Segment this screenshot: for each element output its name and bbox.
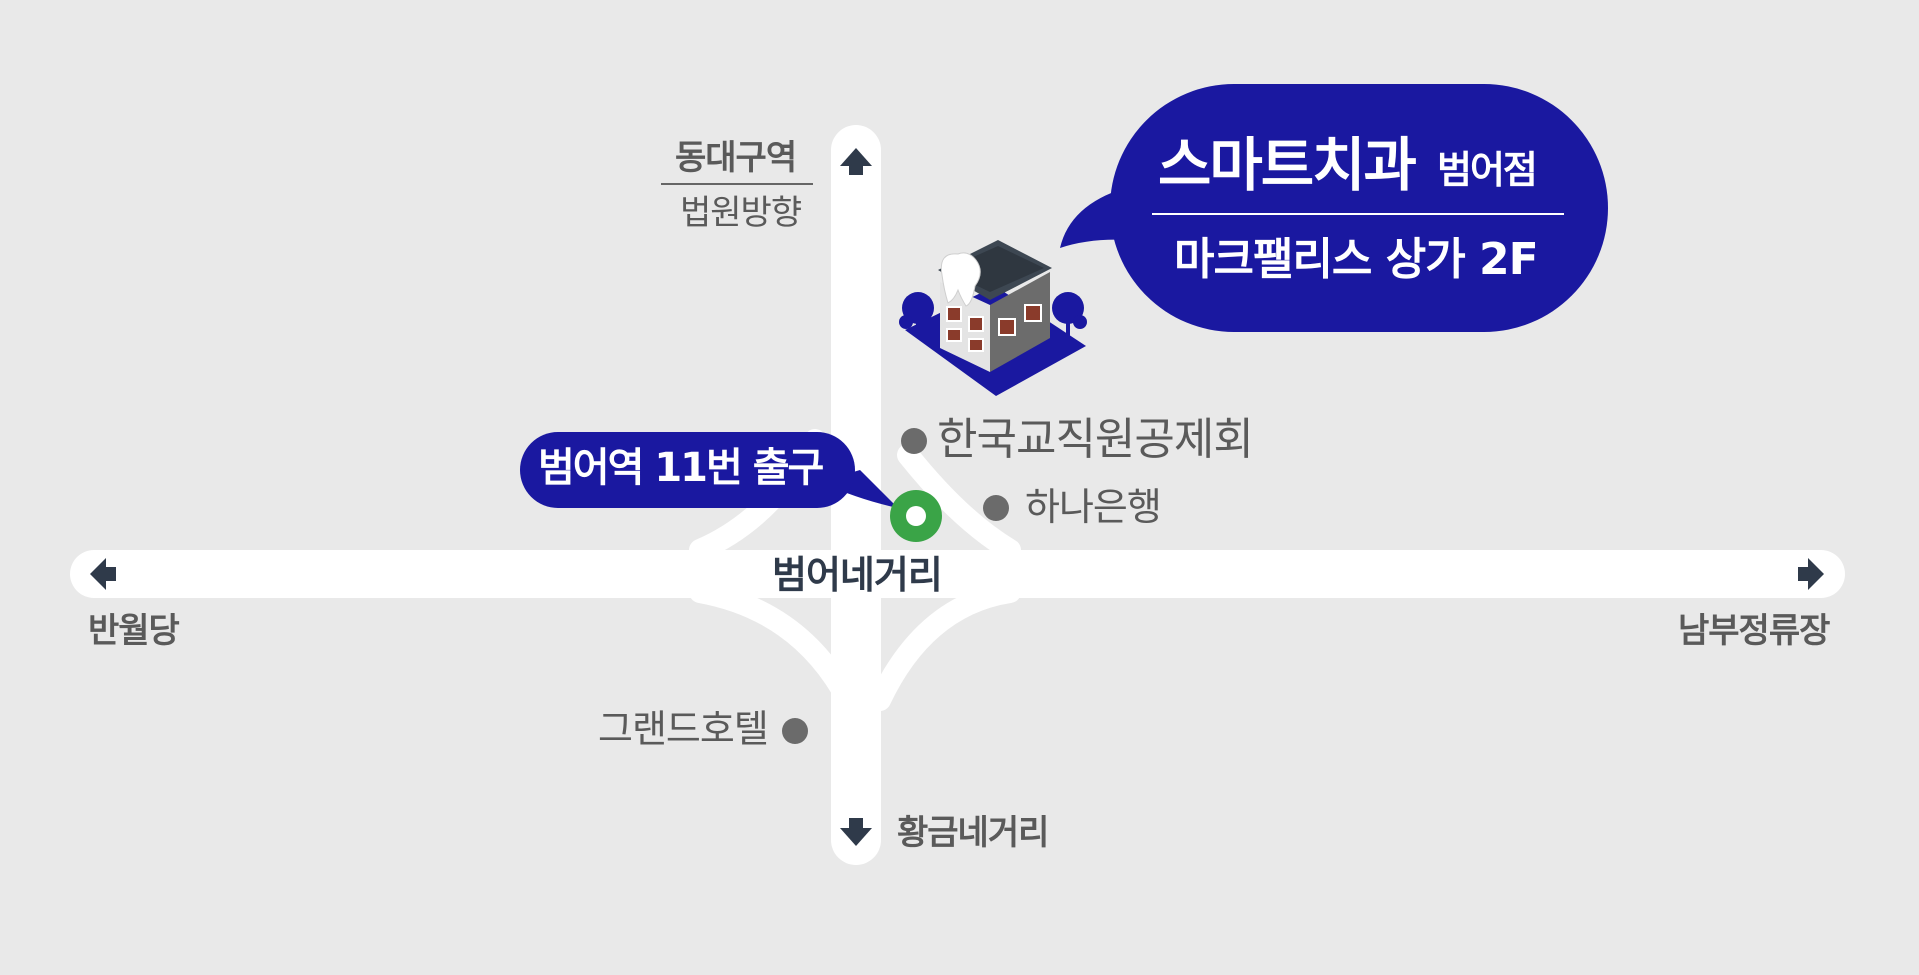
direction-arrow-icon-north bbox=[840, 148, 872, 175]
landmark-teachers-dot bbox=[901, 428, 927, 454]
direction-west: 반월당 bbox=[88, 611, 180, 651]
landmark-bank: 하나은행 bbox=[1025, 485, 1162, 529]
clinic-callout bbox=[1060, 84, 1608, 332]
direction-north-top: 동대구역 bbox=[675, 138, 797, 178]
clinic-name: 스마트치과 bbox=[1158, 131, 1417, 199]
direction-south: 황금네거리 bbox=[897, 813, 1049, 853]
direction-arrow-icon-west bbox=[90, 558, 116, 590]
subway-exit-marker-icon bbox=[890, 490, 942, 542]
station-exit-label: 범어역 11번 출구 bbox=[538, 445, 824, 491]
ramp-southwest bbox=[689, 581, 859, 711]
station-exit-callout bbox=[520, 432, 898, 508]
dental-building-icon bbox=[899, 240, 1087, 396]
direction-east: 남부정류장 bbox=[1678, 611, 1830, 651]
landmark-teachers: 한국교직원공제회 bbox=[937, 414, 1254, 465]
road-horizontal bbox=[70, 550, 1845, 598]
landmark-hotel: 그랜드호텔 bbox=[598, 707, 769, 751]
landmark-bank-dot bbox=[983, 495, 1009, 521]
clinic-address: 마크팰리스 상가 2F bbox=[1174, 234, 1539, 285]
ramp-northeast bbox=[897, 444, 1021, 561]
direction-arrow-icon-east bbox=[1798, 558, 1824, 590]
intersection-label: 범어네거리 bbox=[772, 553, 943, 597]
direction-north-bottom: 법원방향 bbox=[680, 193, 802, 233]
clinic-branch: 범어점 bbox=[1437, 148, 1538, 192]
direction-arrow-icon-south bbox=[840, 818, 872, 846]
landmark-hotel-dot bbox=[782, 718, 808, 744]
ramp-southeast bbox=[869, 581, 1021, 711]
